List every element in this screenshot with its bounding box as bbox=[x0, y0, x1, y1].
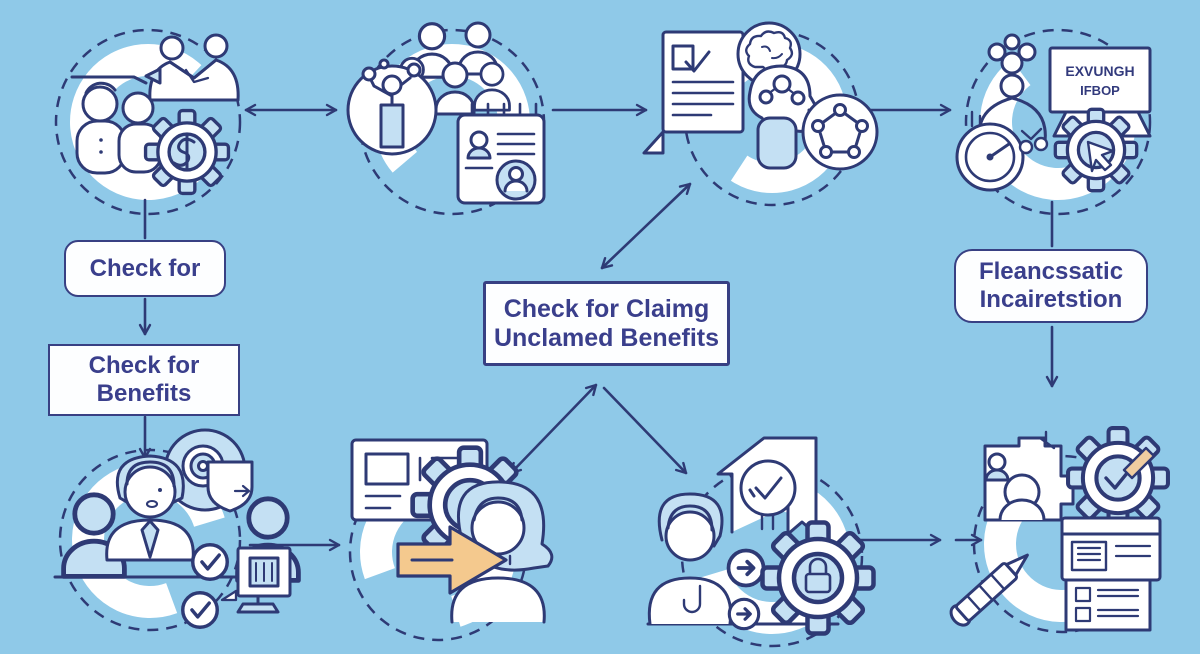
cluster-guidance bbox=[350, 438, 554, 624]
pen-icon bbox=[949, 553, 1029, 627]
signboard-text-line2: IFBOP bbox=[1080, 83, 1120, 98]
checklist-doc-icon bbox=[642, 30, 745, 155]
gear-cursor-icon bbox=[1053, 107, 1139, 193]
sprout-icon bbox=[1018, 127, 1049, 155]
cluster-consultation bbox=[53, 428, 298, 629]
profile-card-icon bbox=[456, 102, 546, 205]
award-banner-icon bbox=[716, 436, 818, 536]
signboard-text-line1: EXVUNGH bbox=[1065, 63, 1134, 79]
box-check-for-benefits: Check for Benefits bbox=[48, 344, 240, 416]
handshake-icon bbox=[148, 33, 240, 102]
forward-arrow-icon bbox=[396, 525, 508, 595]
report-browser-icon bbox=[1060, 516, 1162, 632]
box-right-line2: Incairetstion bbox=[979, 286, 1123, 313]
box-check-for-benefits-label: Check for Benefits bbox=[88, 352, 200, 407]
money-gear-icon bbox=[143, 108, 231, 196]
cluster-approval bbox=[646, 436, 874, 634]
box-right: Fleancssatic Incairetstion bbox=[954, 249, 1148, 323]
gauge-icon bbox=[955, 122, 1025, 192]
cluster-community bbox=[346, 21, 546, 205]
connector-arrows bbox=[138, 103, 1059, 552]
cluster-partnership bbox=[70, 33, 240, 196]
box-right-line1: Fleancssatic bbox=[978, 258, 1124, 286]
network-pentagon-icon bbox=[801, 93, 879, 171]
gear-lock-icon bbox=[763, 523, 874, 634]
approval-checks-icon bbox=[181, 543, 238, 629]
box-check-for-label: Check for bbox=[89, 254, 201, 282]
lectern-icon bbox=[236, 546, 292, 614]
team-docs-icon bbox=[983, 430, 1075, 522]
cluster-evaluation bbox=[642, 21, 879, 171]
box-center-line1: Check for Claimg bbox=[503, 294, 710, 323]
box-center: Check for Claimg Unclamed Benefits bbox=[483, 281, 730, 366]
client-icon bbox=[450, 480, 554, 624]
cluster-monitoring: EXVUNGH IFBOP bbox=[955, 33, 1152, 193]
browser-gear-icon bbox=[350, 438, 527, 562]
box-center-line2: Unclamed Benefits bbox=[493, 323, 720, 352]
cluster-documentation bbox=[949, 428, 1168, 632]
box-check-for: Check for bbox=[64, 240, 226, 297]
gear-approve-icon bbox=[1068, 428, 1168, 528]
podium-network-icon bbox=[346, 58, 438, 156]
mind-map-icon bbox=[747, 64, 820, 170]
speaker-icon bbox=[105, 454, 251, 562]
applicant-icon bbox=[646, 492, 840, 626]
